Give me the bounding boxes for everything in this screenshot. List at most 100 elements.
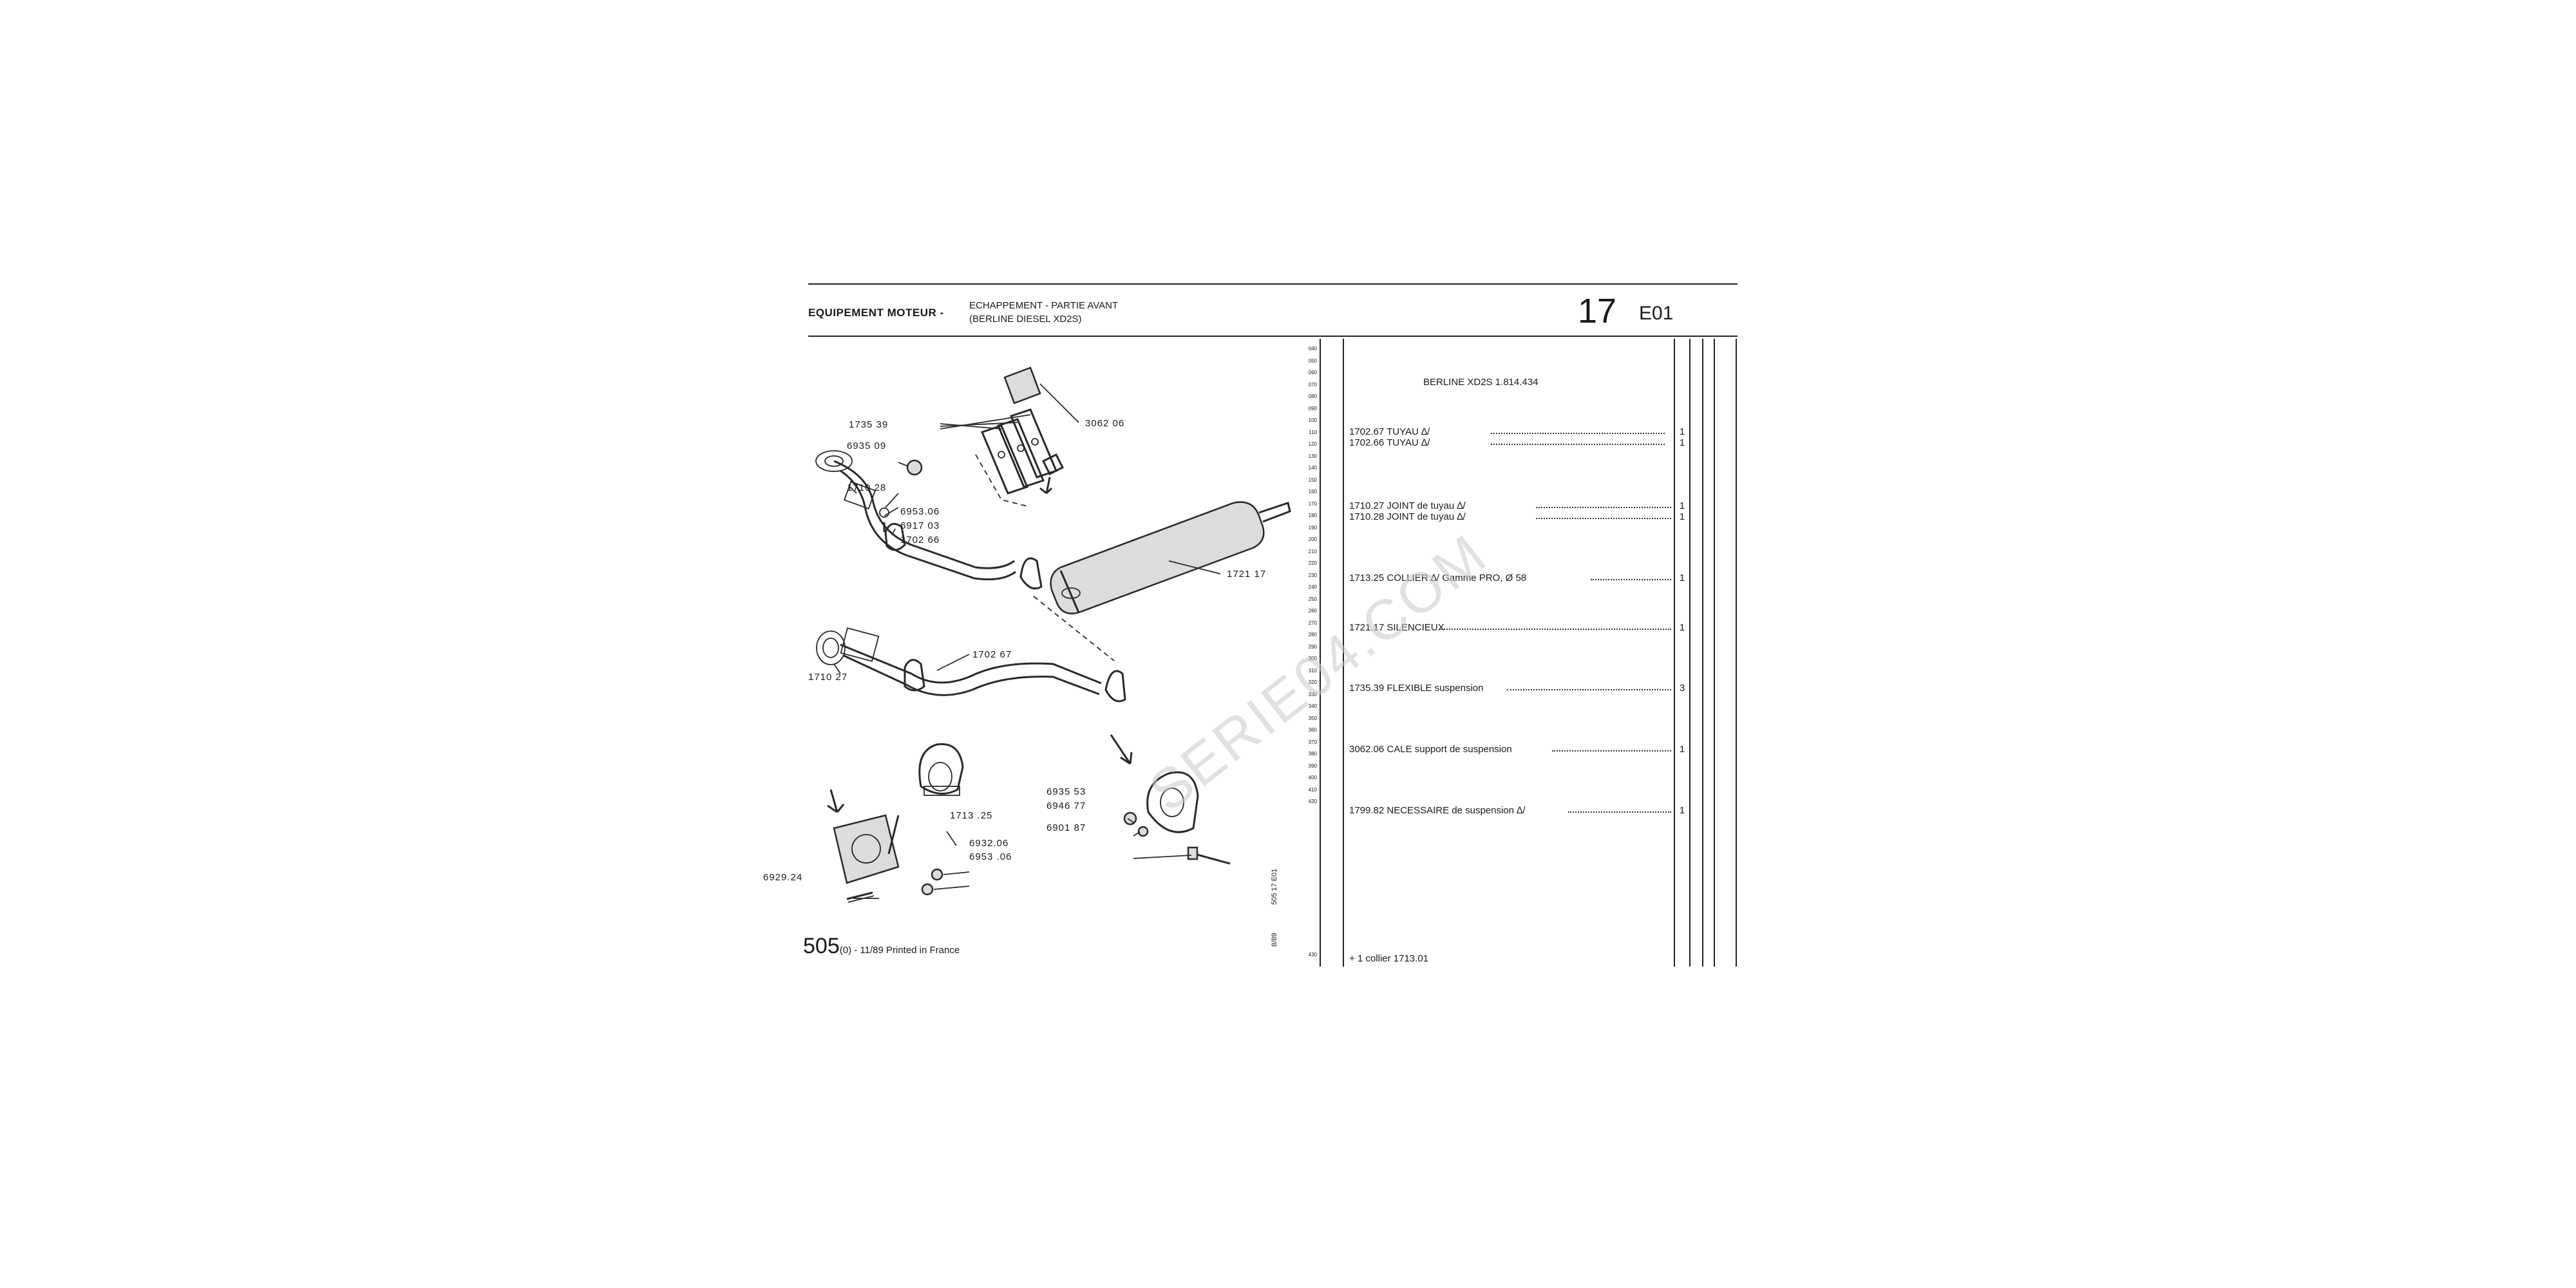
scale-number: 110 [1309, 429, 1317, 435]
part-qty: 1 [1679, 511, 1685, 522]
vertical-date: 8/89 [1271, 933, 1278, 947]
callout-nut-upper: 6935 09 [847, 440, 887, 451]
part-row: 1721.17 SILENCIEUX [1349, 622, 1678, 633]
scale-number: 250 [1308, 596, 1317, 602]
part-row-text: 1713.25 COLLIER ∆/ Gamme PRO, Ø 58 [1349, 573, 1527, 583]
pipe-clamps-drawing [1019, 557, 1126, 703]
callout-flexible-suspension: 1735 39 [849, 419, 889, 430]
scale-number: 270 [1308, 620, 1317, 626]
part-row-text: 1702.67 TUYAU ∆/ [1349, 426, 1430, 437]
hanger-right-drawing [1110, 734, 1231, 865]
pipe-lower-drawing [816, 627, 1102, 696]
scale-number: 340 [1308, 703, 1317, 709]
parts-header-text: BERLINE XD2S 1.814.434 [1423, 377, 1539, 388]
section-title: EQUIPEMENT MOTEUR - [808, 307, 944, 319]
scale-number: 180 [1308, 513, 1317, 518]
flange-plate-drawing [827, 789, 900, 884]
callout-nut-lower-2: 6953 .06 [969, 851, 1012, 862]
part-row-text: 1710.27 JOINT de tuyau ∆/ [1349, 500, 1466, 511]
scale-number: 310 [1308, 667, 1317, 674]
callout-washer-upper: 6953.06 [900, 506, 940, 517]
scale-number: 140 [1308, 465, 1317, 471]
part-qty: 1 [1679, 426, 1685, 437]
scale-number: 350 [1308, 715, 1317, 721]
catalog-page: EQUIPEMENT MOTEUR - ECHAPPEMENT - PARTIE… [763, 283, 1738, 979]
header-bottom-rule [808, 336, 1738, 337]
callout-support-pad: 3062 06 [1085, 418, 1125, 429]
parts-header: BERLINE XD2S 1.814.434 [1423, 377, 1538, 388]
leader-dots [1536, 500, 1671, 508]
footer-model-code: 505 [803, 934, 840, 958]
scale-number: 070 [1308, 381, 1317, 388]
scale-number: 370 [1308, 739, 1317, 745]
collar-drawing [918, 743, 964, 796]
scale-number: 360 [1308, 727, 1317, 733]
silencer-drawing [1050, 501, 1291, 614]
callout-nut-lower-1: 6932.06 [969, 838, 1009, 849]
scale-number: 200 [1308, 536, 1317, 542]
part-row-text: 1710.28 JOINT de tuyau ∆/ [1349, 511, 1466, 522]
page-number: 17 [1578, 292, 1617, 330]
callout-pipe-upper: 1702 66 [900, 535, 940, 545]
scale-number: 100 [1308, 417, 1317, 423]
scale-divider [1320, 339, 1321, 967]
part-row: 1713.25 COLLIER ∆/ Gamme PRO, Ø 58 [1349, 573, 1678, 583]
leader-dots [1536, 511, 1671, 519]
part-row: 1702.66 TUYAU ∆/ [1349, 437, 1678, 448]
part-qty: 1 [1679, 744, 1685, 755]
support-pad-drawing [1003, 366, 1065, 495]
part-qty: 1 [1679, 500, 1685, 511]
callout-collar: 1713 .25 [950, 810, 993, 821]
scale-number: 230 [1308, 572, 1317, 578]
qty-divider-3 [1702, 339, 1703, 967]
scale-number: 420 [1308, 799, 1317, 804]
callout-bolt-upper: 6917 03 [900, 520, 940, 531]
callout-silencer: 1721 17 [1227, 569, 1267, 580]
callout-gasket-lower: 1710 27 [808, 672, 848, 683]
scale-number: 040 [1308, 346, 1317, 352]
footer-print-info: (0) - 11/89 Printed in France [839, 945, 960, 956]
scale-number: 240 [1308, 584, 1317, 590]
part-row-text: 1799.82 NECESSAIRE de suspension ∆/ [1349, 805, 1526, 816]
callout-nut-right: 6935 53 [1046, 786, 1086, 797]
callout-gasket-upper: 1710 28 [847, 482, 887, 493]
callout-stud: 6929.24 [763, 872, 803, 883]
part-row: 3062.06 CALE support de suspension [1349, 744, 1678, 755]
scale-number: 170 [1308, 500, 1317, 507]
scale-number: 290 [1308, 643, 1317, 650]
scale-number: 120 [1308, 441, 1317, 447]
qty-divider-4 [1714, 339, 1715, 967]
scale-number: 060 [1308, 370, 1317, 375]
leader-lines [833, 383, 1221, 899]
part-row-text: 1721.17 SILENCIEUX [1349, 622, 1444, 633]
scale-number: 150 [1308, 477, 1317, 483]
header-top-rule [808, 283, 1738, 285]
callout-bolt-right: 6901 87 [1046, 822, 1086, 833]
scale-number: 280 [1308, 632, 1317, 638]
part-row-text: 1735.39 FLEXIBLE suspension [1349, 683, 1484, 694]
qty-divider-2 [1689, 339, 1690, 967]
part-qty: 1 [1679, 622, 1685, 633]
scale-bottom-number: 430 [1308, 952, 1317, 958]
scale-number: 390 [1308, 762, 1317, 769]
scale-number: 320 [1308, 679, 1317, 685]
part-row: 1710.27 JOINT de tuyau ∆/ [1349, 500, 1678, 511]
scale-number: 190 [1308, 524, 1317, 531]
leader-dots [1491, 426, 1665, 434]
nut-upper-drawing [906, 459, 923, 476]
exhaust-diagram [815, 366, 1291, 903]
scale-number: 090 [1308, 405, 1317, 412]
leader-dots [1491, 437, 1665, 445]
callout-pipe-lower: 1702 67 [972, 649, 1012, 660]
scale-number: 210 [1308, 548, 1317, 554]
leader-dots [1552, 744, 1671, 752]
qty-divider-1 [1674, 339, 1675, 967]
part-row: 1735.39 FLEXIBLE suspension [1349, 683, 1678, 694]
plate-code: E01 [1639, 303, 1674, 324]
scale-number: 300 [1308, 656, 1317, 661]
leader-dots [1507, 683, 1671, 690]
scale-number: 400 [1308, 775, 1317, 781]
part-qty: 1 [1679, 805, 1685, 816]
scale-number: 080 [1308, 393, 1317, 399]
